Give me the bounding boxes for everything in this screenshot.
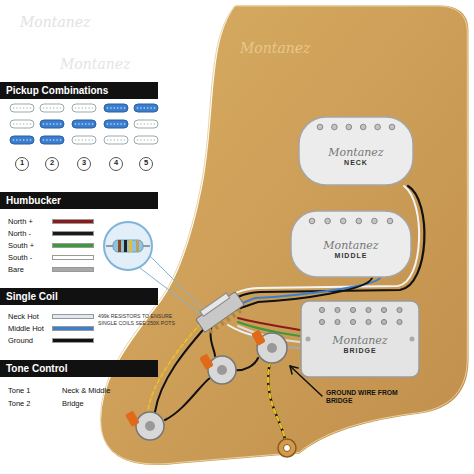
legend-text: Neck Hot [8, 312, 50, 321]
pickup-label: BRIDGE [343, 347, 376, 355]
legend-row: Neck Hot [8, 311, 94, 321]
ground-note: GROUND WIRE FROM BRIDGE [326, 389, 416, 406]
single-coil-pickup: MontanezNECK [298, 116, 414, 186]
callout-number: 1 [16, 158, 28, 167]
legend-text: North - [8, 229, 50, 238]
output-jack [278, 439, 296, 457]
wire-swatch [52, 326, 94, 331]
legend-text: North + [8, 217, 50, 226]
table-cell: Tone 1 [8, 386, 58, 395]
wire-swatch [52, 255, 94, 260]
watermark: Montanez [240, 40, 360, 58]
pickup-label: MIDDLE [335, 252, 368, 260]
wire-swatch [52, 243, 94, 248]
legend-text: South + [8, 241, 50, 250]
callout-number: 3 [78, 158, 90, 167]
pickup-combination-grid [10, 104, 158, 171]
legend-row: North + [8, 216, 94, 226]
table-cell: Tone 2 [8, 399, 58, 408]
brand-text: Montanez [328, 146, 383, 159]
pickguard-edge [101, 6, 468, 464]
wire-swatch [52, 314, 94, 319]
wires [148, 186, 424, 440]
legend-text: Ground [8, 336, 50, 345]
legend-row: Ground [8, 335, 94, 345]
callout-number: 2 [46, 158, 58, 167]
header-text: Pickup Combinations [6, 85, 108, 97]
wire-swatch [52, 338, 94, 343]
legend-row: South + [8, 240, 94, 250]
brand-text: Montanez [323, 239, 378, 252]
five-way-switch [193, 288, 247, 336]
table-cell: Neck & Middle [62, 386, 142, 395]
table-cell: Bridge [62, 399, 142, 408]
callout-number: 5 [140, 158, 152, 167]
legend-row: North - [8, 228, 94, 238]
section-header: Tone Control [0, 360, 158, 377]
single-coil-pickup: MontanezMIDDLE [290, 210, 412, 278]
watermark: Montanez [20, 14, 140, 32]
header-text: Tone Control [6, 363, 67, 375]
pickguard [100, 4, 470, 467]
legend-row: South - [8, 252, 94, 262]
section-header: Pickup Combinations [0, 82, 158, 99]
brand-text: Montanez [332, 334, 387, 347]
legend-row: Middle Hot [8, 323, 94, 333]
humbucker-pickup: MontanezBRIDGE [300, 300, 420, 378]
watermark: Montanez [60, 56, 180, 74]
wire-swatch [52, 219, 94, 224]
section-header: Single Coil [0, 288, 158, 305]
legend-text: South - [8, 253, 50, 262]
header-text: Single Coil [6, 291, 58, 303]
pickup-label: NECK [344, 159, 368, 167]
header-text: Humbucker [6, 195, 61, 207]
potentiometers [125, 329, 287, 440]
legend-text: Bare [8, 265, 50, 274]
legend-row: Bare [8, 264, 94, 274]
legend-text: Middle Hot [8, 324, 50, 333]
section-header: Humbucker [0, 192, 158, 209]
wire-swatch [52, 267, 94, 272]
callout-number: 4 [110, 158, 122, 167]
resistor-note: 499k RESISTORS TO ENSURE SINGLE COILS SE… [98, 313, 190, 326]
wire-swatch [52, 231, 94, 236]
